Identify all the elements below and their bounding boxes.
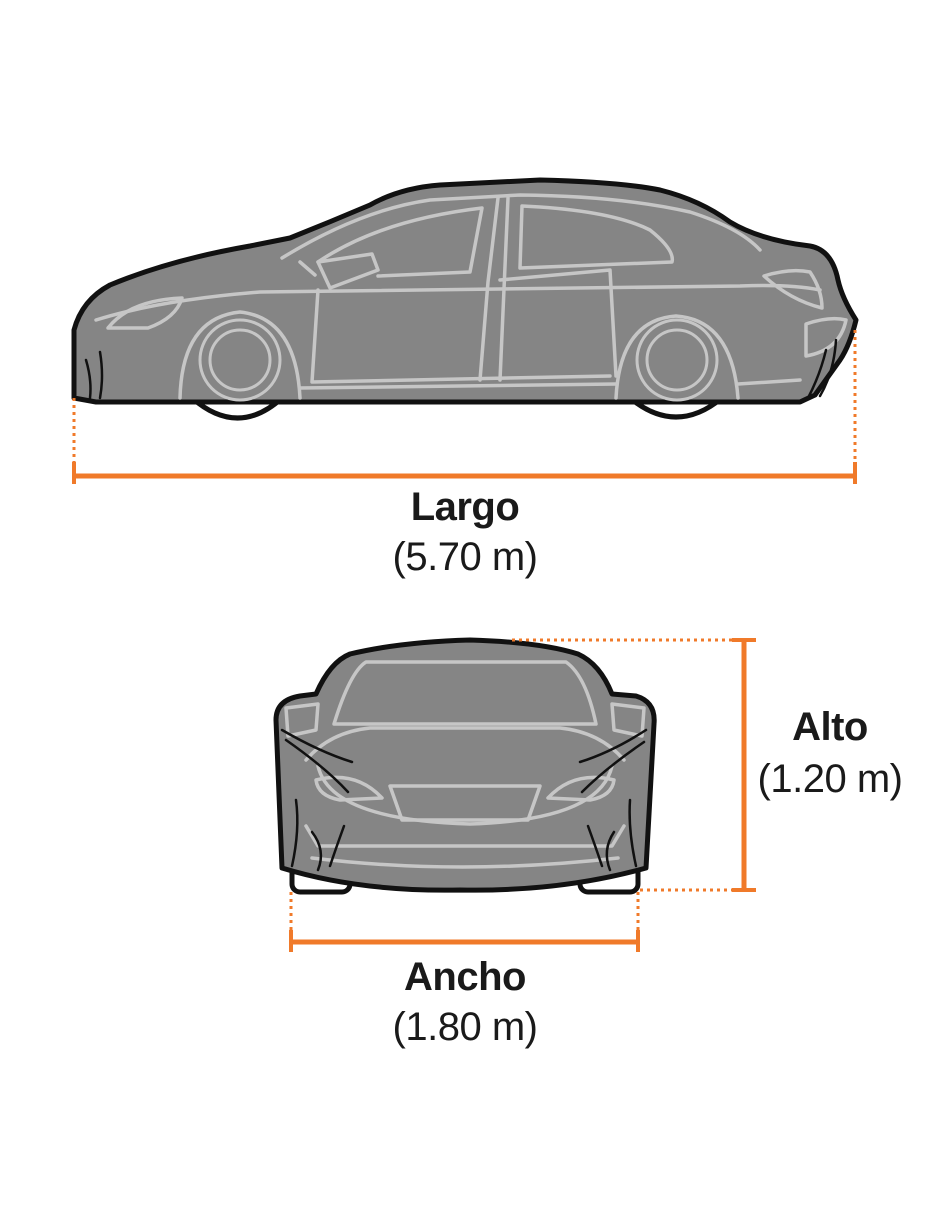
width-value: (1.80 m) (392, 1005, 538, 1049)
front-view-car (273, 637, 657, 895)
side-view-car (71, 177, 859, 421)
height-dimension (512, 638, 756, 892)
side-cover-wrinkles (84, 338, 838, 400)
front-cover-wrinkles (280, 728, 648, 872)
height-value: (1.20 m) (757, 757, 903, 801)
side-wheel-rims (198, 318, 719, 402)
width-label: Ancho (404, 955, 526, 999)
length-label: Largo (410, 485, 520, 529)
width-dimension (289, 892, 640, 952)
side-car-detail-lines (94, 193, 848, 400)
height-label: Alto (792, 705, 868, 749)
length-dimension (72, 330, 857, 484)
front-car-cover (273, 637, 657, 893)
length-value: (5.70 m) (392, 535, 538, 579)
front-car-detail-lines (284, 660, 646, 869)
